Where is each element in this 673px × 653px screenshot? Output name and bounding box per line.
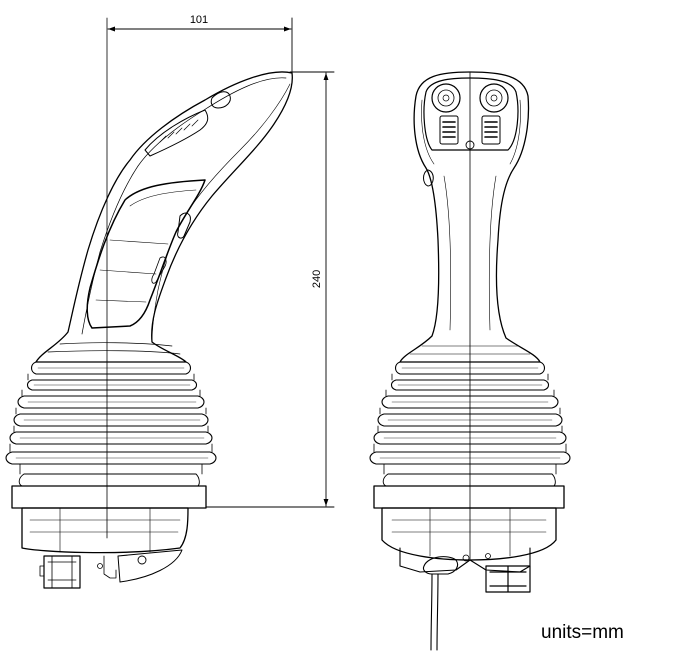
side-top-buttons [144, 109, 209, 157]
side-cable-clip [117, 549, 183, 583]
side-top-button-knob [210, 91, 231, 109]
side-trigger [177, 212, 191, 239]
front-thumb-buttons [431, 83, 509, 113]
centerlines [106, 17, 471, 561]
side-grip-insert [86, 179, 206, 329]
height-dimension-value: 240 [311, 270, 323, 288]
side-handle-inner-line [81, 77, 287, 335]
side-top-ridges [159, 119, 199, 143]
front-flange-top [382, 473, 556, 487]
front-connector [485, 565, 531, 593]
side-flange-top [18, 473, 200, 487]
right-thumb-button [479, 83, 509, 113]
front-housing-lines [391, 507, 547, 557]
front-flange [373, 485, 565, 509]
front-screw [462, 554, 470, 562]
side-trigger-2 [151, 256, 167, 284]
side-connector-detail [39, 555, 117, 589]
side-housing [21, 507, 189, 554]
side-view [5, 71, 293, 589]
width-dimension-value: 101 [190, 14, 208, 26]
dimension-height [205, 71, 335, 508]
front-inner-outline [421, 99, 521, 331]
front-side-knob [423, 169, 434, 187]
front-cable [430, 573, 439, 651]
side-grip-inner [95, 189, 197, 303]
side-flange [11, 485, 207, 509]
left-thumb-button [431, 83, 461, 113]
front-cable-grommet [422, 556, 459, 575]
front-rollers [439, 115, 501, 145]
side-bellows [5, 361, 217, 475]
side-connector [43, 555, 81, 589]
units-label: units=mm [541, 622, 624, 643]
side-handle-inner-line-2 [151, 83, 291, 343]
side-handle-outline [35, 71, 293, 363]
side-housing-lines [29, 507, 181, 553]
front-screw-2 [485, 553, 491, 559]
side-screw [137, 555, 147, 565]
dimension-width [107, 17, 293, 75]
side-screw-2 [97, 563, 103, 569]
front-button-panel [423, 77, 519, 151]
side-neck [47, 342, 181, 355]
